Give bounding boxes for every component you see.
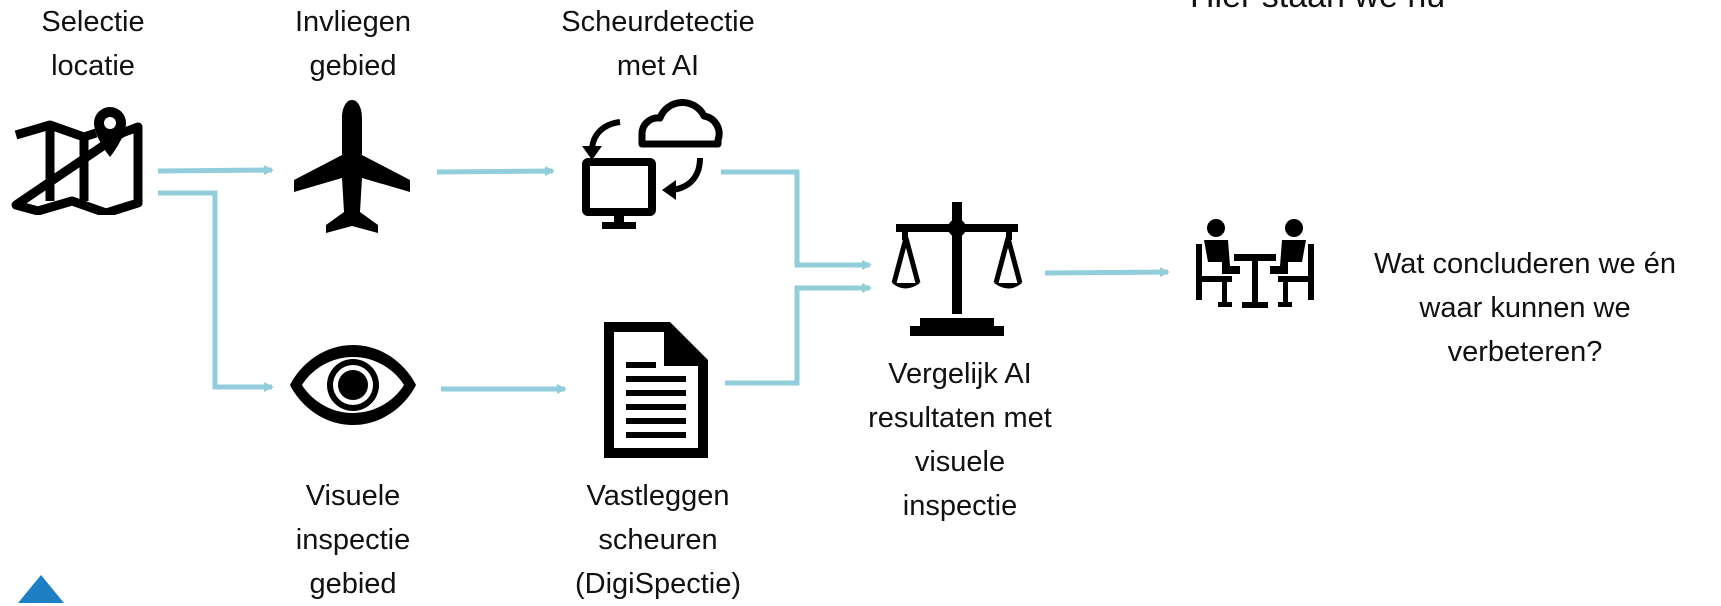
arrow-invliegen-to-scheurdetectie	[436, 166, 555, 177]
eye-icon	[290, 345, 416, 425]
label-invliegen-gebied: Invliegen gebied	[294, 6, 412, 82]
arrow-scheurdetectie-to-vergelijk	[721, 169, 872, 270]
map-location-icon	[11, 107, 143, 215]
label-vergelijk: Vergelijk AI resultaten met visuele insp…	[868, 358, 1052, 522]
label-vastleggen-scheuren: Vastleggen scheuren (DigiSpectie)	[575, 480, 741, 600]
computer-cloud-sync-icon	[582, 99, 723, 229]
label-conclusie: Wat concluderen we én waar kunnen we ver…	[1374, 248, 1676, 368]
logo-mark-icon	[18, 575, 64, 603]
meeting-people-icon	[1196, 219, 1314, 308]
arrow-selectie-to-visuele	[158, 190, 274, 392]
current-stage-title: Hier staan we nu	[1190, 0, 1445, 18]
current-stage-text: Hier staan we nu	[1190, 0, 1445, 18]
eye-icon-wrap	[288, 340, 418, 435]
document-icon	[604, 322, 708, 458]
arrow-vastleggen-to-vergelijk	[725, 283, 872, 386]
arrow-vergelijk-to-conclusie	[1044, 267, 1170, 278]
balance-scale-icon	[891, 202, 1023, 336]
label-scheurdetectie: Scheurdetectie met AI	[561, 6, 755, 82]
arrow-selectie-to-invliegen	[157, 165, 274, 176]
label-selectie-locatie: Selectie locatie	[41, 6, 145, 82]
airplane-icon	[294, 100, 410, 233]
label-visuele-inspectie: Visuele inspectie gebied	[295, 480, 411, 600]
